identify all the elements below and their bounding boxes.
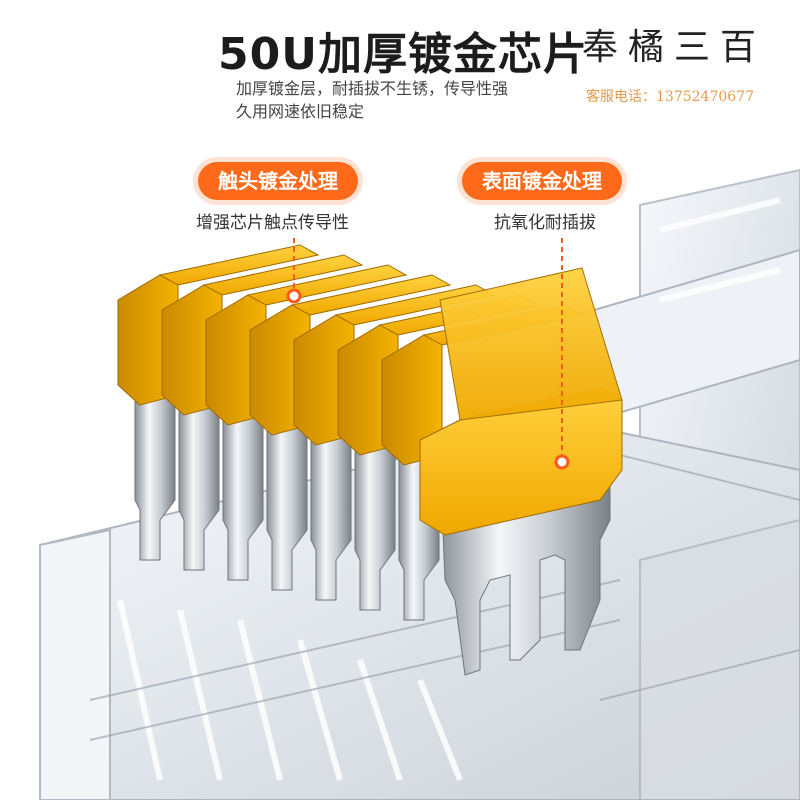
callout-dot-left [286,288,302,304]
callout-contact-plating: 触头镀金处理 [198,162,358,200]
subtitle-line-1: 加厚镀金层，耐插拔不生锈，传导性强 [236,79,509,98]
callout-surface-plating: 表面镀金处理 [462,162,622,200]
callout-contact-plating-desc: 增强芯片触点传导性 [196,213,349,233]
front-contact-blade [419,267,623,676]
service-contact: 客服电话：13752470677 [586,89,754,105]
callout-dot-right [554,454,570,470]
callout-leader-lines [293,238,563,458]
subtitle-line-2: 久用网速依旧稳定 [236,102,365,121]
headline: 50U加厚镀金芯片 [218,29,588,80]
brand-watermark: 奉橘三百 [582,27,767,68]
callout-surface-plating-desc: 抗氧化耐插拔 [494,213,596,233]
gold-contact-blades [117,244,623,676]
